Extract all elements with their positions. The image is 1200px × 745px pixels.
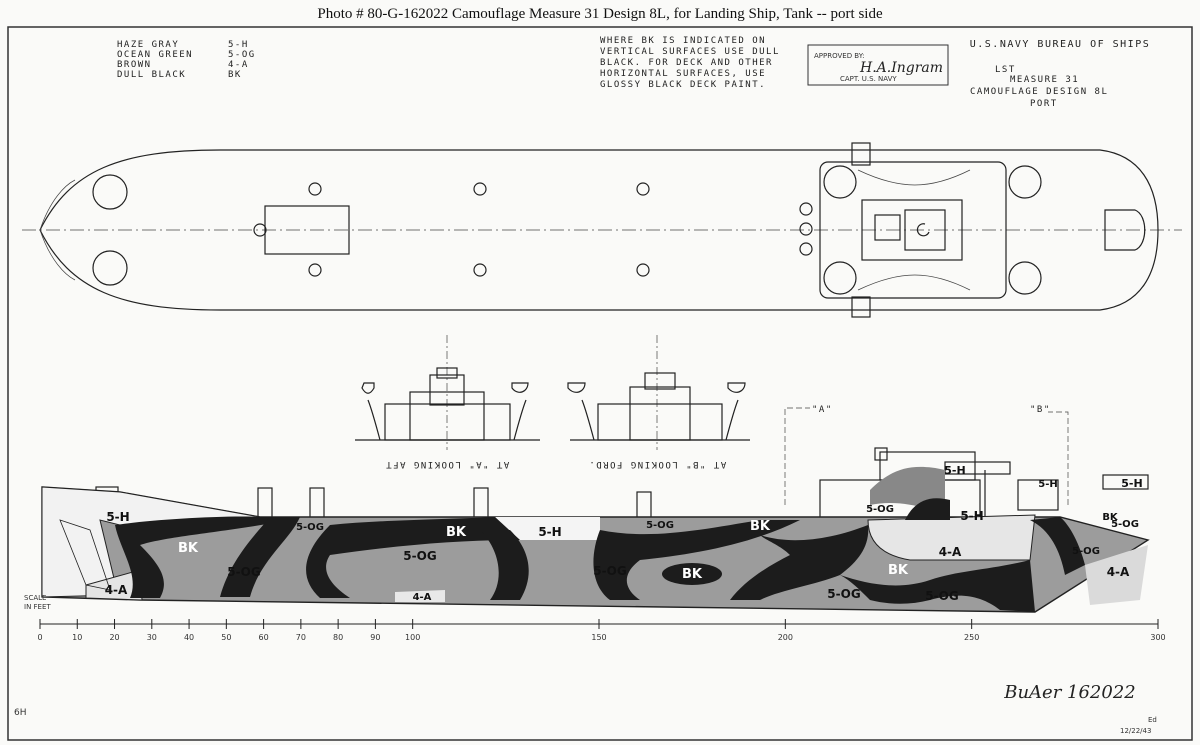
patch-label-16: 5-H: [944, 464, 965, 477]
patch-label-4: 4-A: [105, 583, 128, 597]
legend-name-1: HAZE GRAY: [117, 40, 179, 50]
stamp-rank: CAPT. U.S. NAVY: [840, 75, 897, 83]
title-block-line-1: U.S.NAVY BUREAU OF SHIPS: [970, 39, 1151, 50]
patch-label-2: BK: [178, 541, 199, 556]
scale-tick-label-100: 100: [405, 633, 420, 642]
scale-tick-label-150: 150: [591, 633, 606, 642]
stamp-signature: H.A.Ingram: [859, 60, 943, 76]
patch-label-20: BK: [1102, 512, 1119, 523]
legend-name-4: DULL BLACK: [117, 70, 186, 80]
patch-label-22: 5-OG: [925, 589, 958, 603]
title-block-line-2: LST: [995, 65, 1016, 75]
paint-note: WHERE BK IS INDICATED ON VERTICAL SURFAC…: [600, 36, 780, 90]
patch-label-17: 5-OG: [866, 504, 894, 515]
section-b-label: AT "B" LOOKING FORD.: [588, 459, 726, 469]
legend-name-3: BROWN: [117, 60, 152, 70]
patch-label-11: 4-A: [413, 592, 432, 603]
note-line-4: HORIZONTAL SURFACES, USE: [600, 69, 766, 79]
patch-label-19: 4-A: [939, 545, 962, 559]
section-a-label: AT "A" LOOKING AFT: [385, 459, 510, 469]
scale-label-2: IN FEET: [24, 603, 51, 611]
approval-stamp: APPROVED BY: H.A.Ingram CAPT. U.S. NAVY: [807, 44, 949, 86]
note-line-1: WHERE BK IS INDICATED ON: [600, 36, 766, 46]
note-line-5: GLOSSY BLACK DECK PAINT.: [600, 80, 766, 90]
scale-tick-label-250: 250: [964, 633, 979, 642]
patch-label-13: BK: [682, 567, 703, 582]
scale-tick-label-80: 80: [333, 633, 343, 642]
scale-tick-label-60: 60: [259, 633, 269, 642]
stamp-approved-label: APPROVED BY:: [814, 52, 864, 60]
legend-code-2: 5-OG: [228, 50, 256, 60]
scale-tick-label-90: 90: [370, 633, 380, 642]
patch-label-1: 5-H: [106, 510, 129, 524]
initials: Ed: [1148, 716, 1157, 724]
patch-label-7: 5-OG: [403, 549, 436, 563]
title-block-line-3: MEASURE 31: [1010, 75, 1079, 85]
marker-b-label: "B": [1030, 405, 1051, 415]
color-legend: HAZE GRAY 5-H OCEAN GREEN 5-OG BROWN 4-A…: [117, 40, 256, 80]
title-block-line-5: PORT: [1030, 99, 1058, 109]
patch-label-12: 5-OG: [593, 564, 626, 578]
scale-bar: SCALE IN FEET 0 10 20 30 40 50 60 70 80 90 100 150 2…: [24, 594, 1166, 642]
section-b: AT "B" LOOKING FORD.: [567, 335, 750, 469]
legend-name-2: OCEAN GREEN: [117, 50, 193, 60]
scale-label-1: SCALE: [24, 594, 46, 602]
drawing-date: 12/22/43: [1120, 727, 1151, 735]
patch-label-25: 4-A: [1107, 565, 1130, 579]
scale-tick-label-10: 10: [72, 633, 82, 642]
patch-label-8: 5-H: [538, 525, 561, 539]
drawing-border: [7, 26, 1193, 741]
title-block: U.S.NAVY BUREAU OF SHIPS LST MEASURE 31 …: [970, 39, 1151, 109]
scale-tick-label-30: 30: [147, 633, 157, 642]
scale-tick-label-40: 40: [184, 633, 194, 642]
scale-tick-label-300: 300: [1150, 633, 1165, 642]
patch-label-15: 5-OG: [827, 587, 860, 601]
patch-label-21: 5-OG: [1072, 546, 1100, 557]
patch-label-9: 5-OG: [646, 520, 674, 531]
patch-label-6: BK: [446, 525, 467, 540]
marker-a-label: "A": [812, 405, 833, 415]
note-line-2: VERTICAL SURFACES USE DULL: [600, 47, 780, 57]
scale-tick-label-20: 20: [109, 633, 119, 642]
patch-label-26: 5-H: [1038, 479, 1057, 490]
scale-tick-label-200: 200: [778, 633, 793, 642]
scale-tick-label-70: 70: [296, 633, 306, 642]
patch-label-3: 5-OG: [227, 565, 260, 579]
legend-code-1: 5-H: [228, 40, 249, 50]
patch-label-10: BK: [750, 519, 771, 534]
section-a: AT "A" LOOKING AFT: [355, 335, 540, 469]
photo-caption: Photo # 80-G-162022 Camouflage Measure 3…: [317, 6, 883, 22]
plan-view: [22, 142, 1182, 318]
patch-label-5: 5-OG: [296, 522, 324, 533]
profile-view: 5-H BK 5-OG 4-A 5-OG BK 5-OG 5-H 5-OG BK…: [41, 447, 1150, 613]
patch-label-18: 5-H: [960, 509, 983, 523]
note-line-3: BLACK. FOR DECK AND OTHER: [600, 58, 773, 68]
title-block-line-4: CAMOUFLAGE DESIGN 8L: [970, 87, 1108, 97]
scale-tick-label-50: 50: [221, 633, 231, 642]
patch-label-24: 5-OG: [1111, 519, 1139, 530]
legend-code-3: 4-A: [228, 60, 249, 70]
patch-label-14: BK: [888, 563, 909, 578]
scale-tick-label-0: 0: [37, 633, 42, 642]
left-mark: 6H: [14, 708, 27, 718]
buaer-number: BuAer 162022: [1003, 682, 1136, 703]
patch-label-23: 5-H: [1121, 477, 1142, 490]
legend-code-4: BK: [228, 70, 242, 80]
section-markers: "A" "B": [784, 405, 1069, 505]
